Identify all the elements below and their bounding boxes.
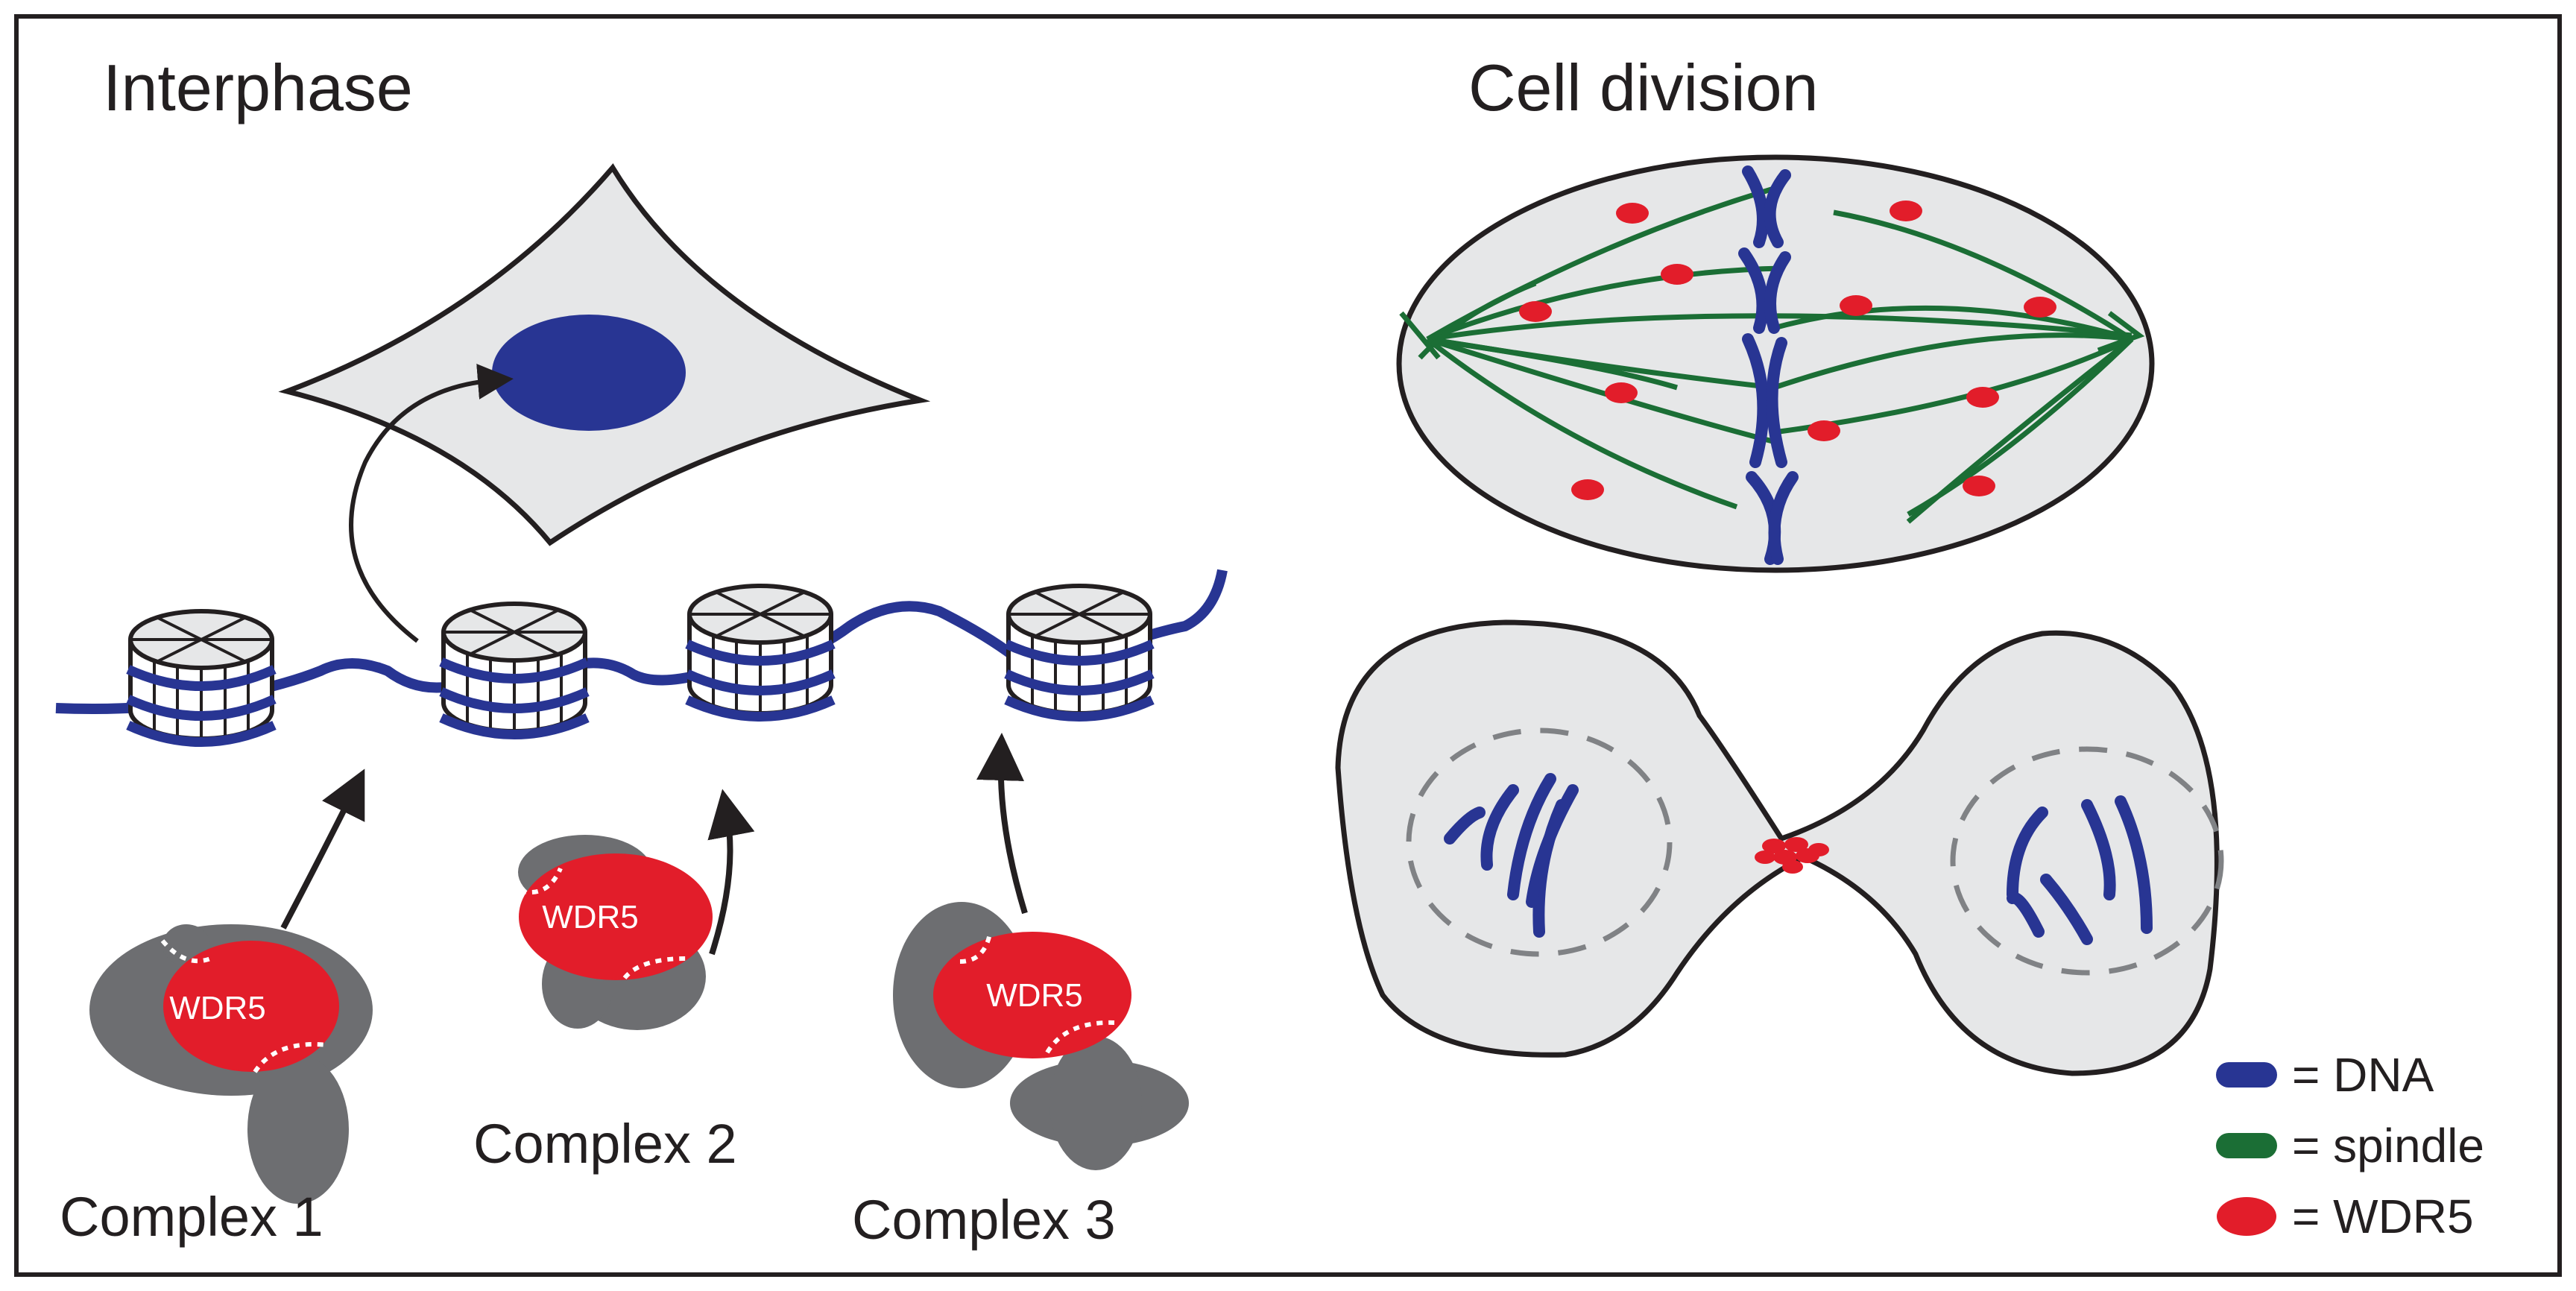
daughter-chromosomes-right (2007, 795, 2153, 945)
legend: = DNA = spindle = WDR5 (2216, 1048, 2484, 1243)
legend-dna: = DNA (2216, 1048, 2434, 1102)
svg-text:= spindle: = spindle (2292, 1119, 2484, 1172)
nucleosome-2 (441, 604, 587, 735)
metaphase-chromosomes (1738, 165, 1799, 565)
wdr5-dots-mitotic (1519, 201, 2056, 500)
complex-3-wdr5-label: WDR5 (986, 977, 1083, 1014)
complex-2: WDR5 (518, 835, 713, 1030)
legend-wdr5: = WDR5 (2217, 1190, 2474, 1243)
interphase-title: Interphase (103, 51, 413, 124)
figure-frame (14, 14, 2562, 1277)
cell-division-title: Cell division (1468, 51, 1819, 124)
nucleosome-1 (128, 611, 274, 742)
complex-2-wdr5 (519, 853, 713, 980)
complex-3-wdr5 (933, 932, 1131, 1058)
wdr5-midbody (1755, 837, 1829, 874)
nucleosome-3 (687, 586, 833, 717)
complex-3-label: Complex 3 (852, 1189, 1116, 1251)
complex-1-label: Complex 1 (60, 1186, 323, 1248)
interphase-cell (278, 163, 931, 546)
nucleus (492, 315, 686, 431)
complex-2-wdr5-label: WDR5 (542, 899, 639, 935)
complex-1-wdr5 (163, 941, 339, 1072)
svg-text:= WDR5: = WDR5 (2292, 1190, 2474, 1243)
daughter-chromosomes-left (1444, 773, 1579, 938)
complex-2-arrow (707, 789, 755, 956)
complex-1-arrow (280, 768, 365, 929)
legend-spindle: = spindle (2216, 1119, 2484, 1172)
complex-3: WDR5 (893, 902, 1189, 1170)
gene-expression-arrow (349, 364, 514, 643)
svg-text:= DNA: = DNA (2292, 1048, 2434, 1102)
nucleosome-4 (1006, 586, 1152, 717)
spindle-fibres (1399, 183, 2145, 524)
mitotic-cell (1396, 154, 2155, 573)
complex-1: WDR5 (89, 924, 373, 1204)
complex-2-label: Complex 2 (473, 1113, 737, 1175)
complex-1-wdr5-label: WDR5 (169, 990, 266, 1026)
dividing-cell (1335, 619, 2224, 1076)
complex-3-arrow (976, 733, 1028, 915)
